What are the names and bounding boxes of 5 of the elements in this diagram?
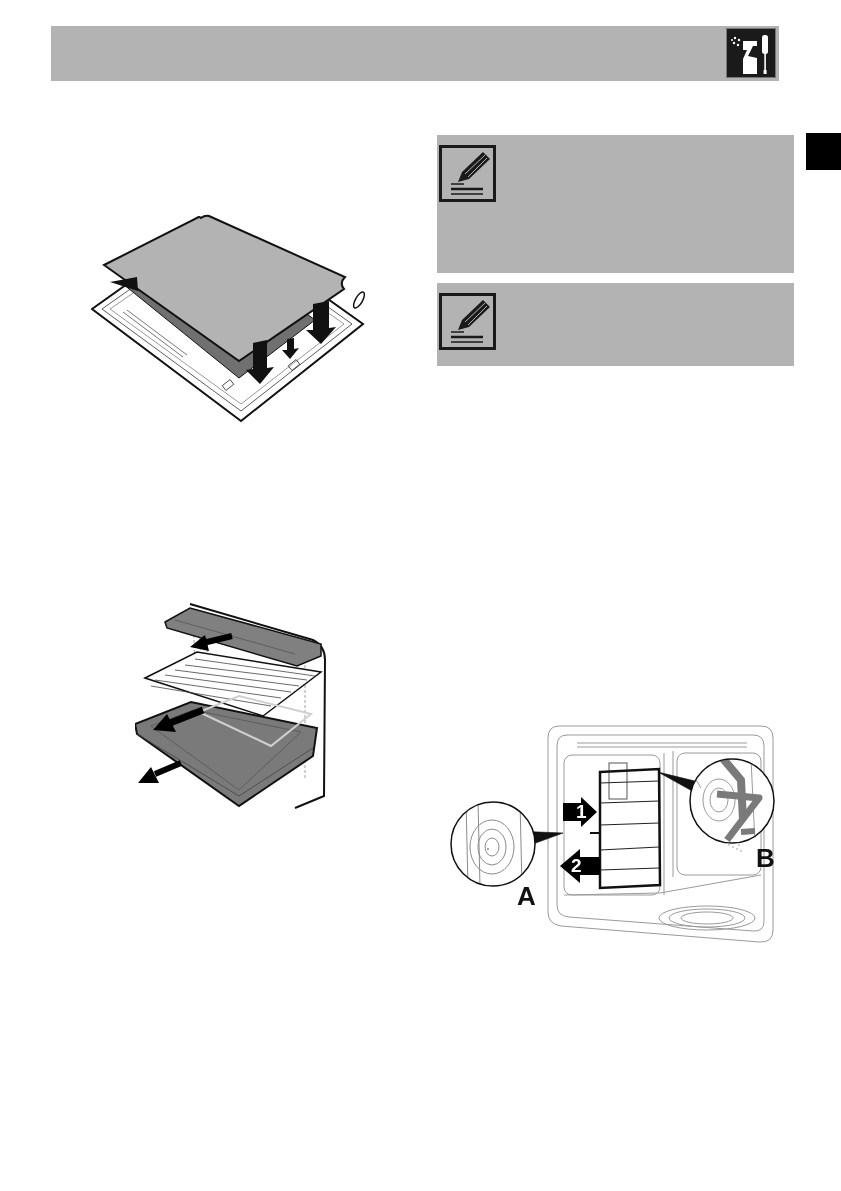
callout-pointer — [532, 831, 564, 844]
callout-letter: B — [756, 844, 775, 872]
callout-letter: A — [517, 882, 536, 910]
step-number: 2 — [571, 856, 582, 876]
step-number: 1 — [576, 802, 587, 822]
